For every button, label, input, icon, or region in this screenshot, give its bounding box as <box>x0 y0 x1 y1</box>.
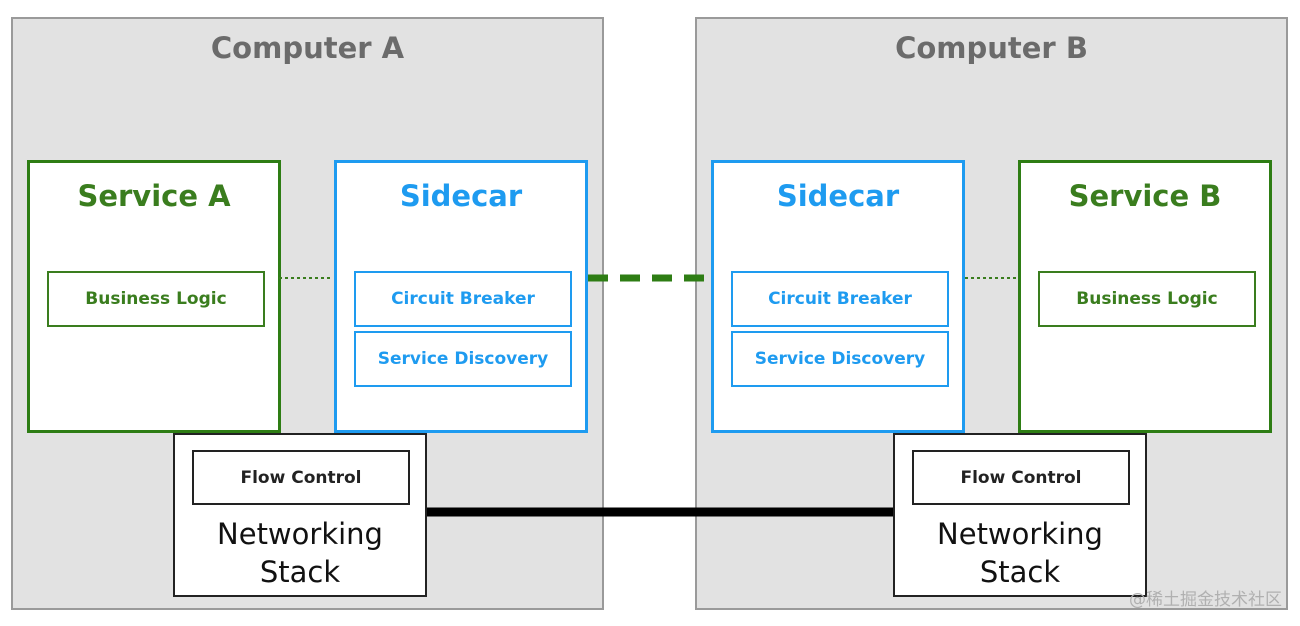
service-a-box: Service A Business Logic <box>27 160 281 433</box>
sidecar-b-title: Sidecar <box>776 179 900 213</box>
network-stack-a-label: Networking Stack <box>175 515 425 591</box>
network-stack-a-label-line2: Stack <box>259 555 341 589</box>
flow-control-a: Flow Control <box>192 450 410 505</box>
service-b-title: Service B <box>1068 179 1222 213</box>
sidecar-a-title: Sidecar <box>399 179 523 213</box>
service-a-business-logic: Business Logic <box>47 271 265 327</box>
service-b-business-logic: Business Logic <box>1038 271 1256 327</box>
network-stack-a: Flow Control Networking Stack <box>173 433 427 597</box>
service-b-box: Service B Business Logic <box>1018 160 1272 433</box>
computer-a-panel: Computer A Service A Business Logic Side… <box>11 17 604 610</box>
watermark: @稀土掘金技术社区 <box>1129 590 1282 610</box>
network-stack-b: Flow Control Networking Stack <box>893 433 1147 597</box>
sidecar-b-box: Sidecar Circuit Breaker Service Discover… <box>711 160 965 433</box>
computer-b-title: Computer B <box>895 31 1088 65</box>
network-stack-a-label-line1: Networking <box>217 517 383 551</box>
sidecar-a-box: Sidecar Circuit Breaker Service Discover… <box>334 160 588 433</box>
sidecar-b-circuit-breaker: Circuit Breaker <box>731 271 949 327</box>
computer-a-title: Computer A <box>210 31 405 65</box>
network-stack-b-label-line2: Stack <box>979 555 1061 589</box>
network-stack-b-label-line1: Networking <box>937 517 1103 551</box>
sidecar-b-service-discovery: Service Discovery <box>731 331 949 387</box>
sidecar-a-circuit-breaker: Circuit Breaker <box>354 271 572 327</box>
flow-control-b: Flow Control <box>912 450 1130 505</box>
service-a-title: Service A <box>77 179 231 213</box>
network-stack-b-label: Networking Stack <box>895 515 1145 591</box>
sidecar-a-service-discovery: Service Discovery <box>354 331 572 387</box>
